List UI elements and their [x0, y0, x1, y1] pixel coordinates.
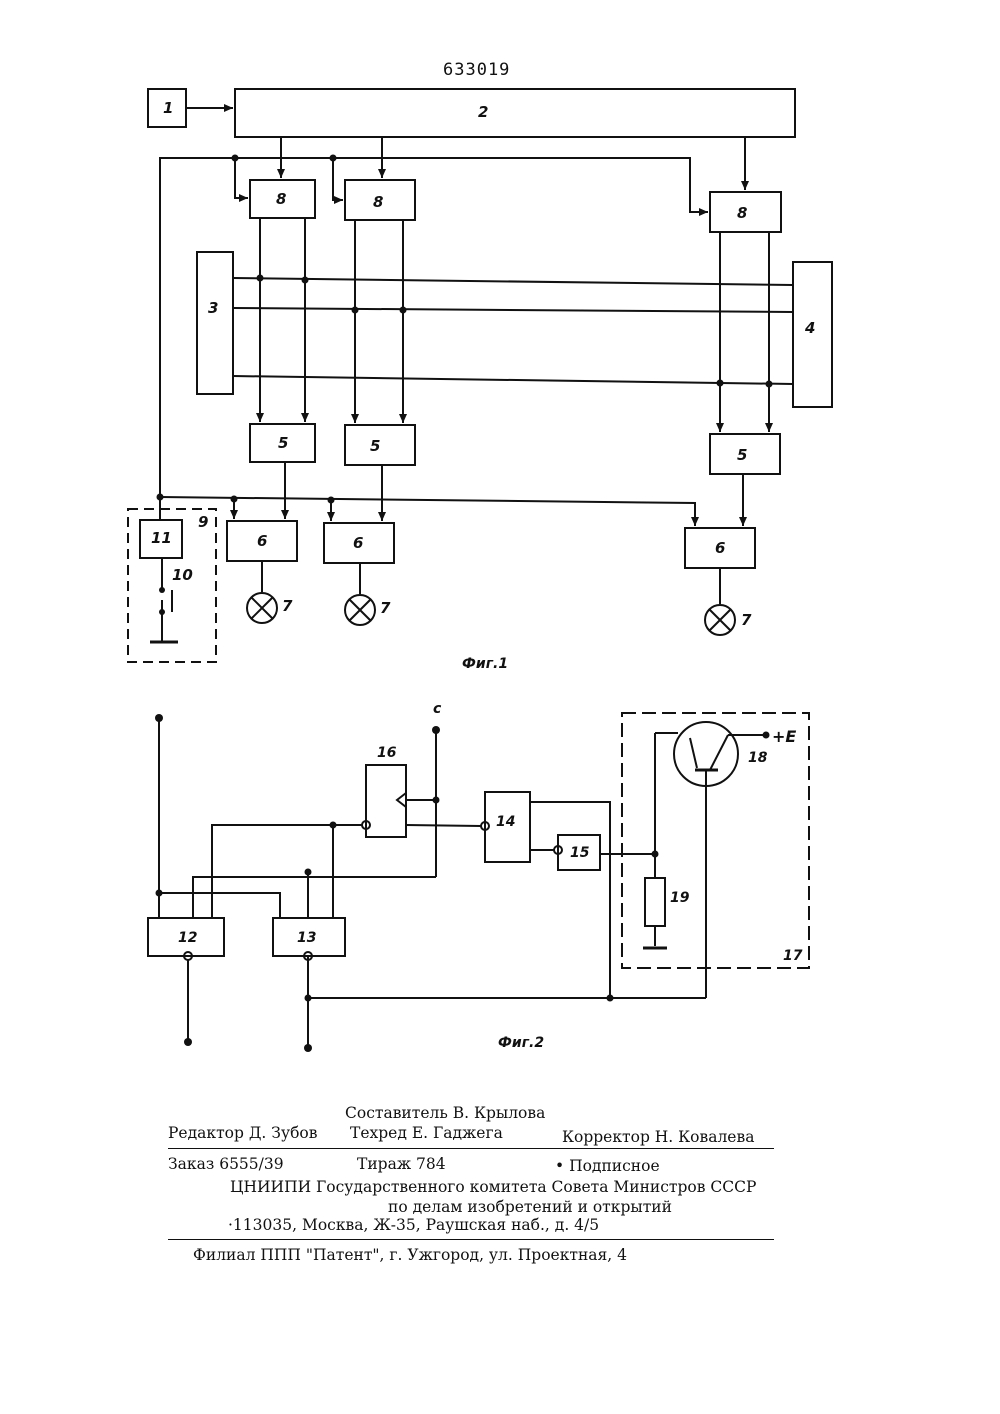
resistor-19 [645, 878, 665, 926]
label-resistor-19: 19 [670, 890, 690, 906]
figure-2-diagram [148, 713, 809, 1048]
block-2 [235, 89, 795, 137]
label-lamp-7c: 7 [741, 611, 752, 629]
label-lamp-7a: 7 [282, 597, 293, 615]
label-lamp-7b: 7 [380, 599, 391, 617]
imprint-editor: Редактор Д. Зубов [168, 1124, 317, 1142]
figure-2-caption: Фиг.2 [498, 1035, 544, 1051]
imprint-org-line2: по делам изобретений и открытий [388, 1198, 672, 1216]
figure-2-junctions [155, 714, 770, 1052]
imprint-circulation: Тираж 784 [357, 1155, 446, 1173]
label-block-5c: 5 [737, 446, 747, 464]
block-17-dashed [622, 713, 809, 968]
label-block-4: 4 [804, 319, 815, 337]
label-input-c: c [433, 701, 442, 717]
label-switch-10: 10 [172, 566, 193, 584]
block-3 [197, 252, 233, 394]
label-block-2: 2 [478, 103, 488, 121]
label-block-8b: 8 [373, 193, 383, 211]
figure-1-caption: Фиг.1 [462, 656, 508, 672]
imprint-techred: Техред Е. Гаджега [350, 1124, 503, 1142]
label-block-3: 3 [208, 299, 218, 317]
label-block-5a: 5 [278, 434, 288, 452]
figure-1-junctions [157, 155, 773, 616]
figure-1-diagram [128, 89, 832, 662]
label-block-14: 14 [496, 814, 515, 830]
imprint-branch: Филиал ППП "Патент", г. Ужгород, ул. Про… [193, 1246, 627, 1264]
imprint-corrector: Корректор Н. Ковалева [562, 1128, 754, 1146]
label-block-9: 9 [198, 513, 208, 531]
label-block-8c: 8 [737, 204, 747, 222]
label-block-12: 12 [178, 930, 197, 946]
block-16 [366, 765, 406, 837]
label-block-13: 13 [297, 930, 316, 946]
label-block-8a: 8 [276, 190, 286, 208]
imprint-org-line1: ЦНИИПИ Государственного комитета Совета … [230, 1178, 756, 1196]
imprint-rule-top [168, 1148, 774, 1149]
label-supply: +E [772, 727, 796, 746]
block-9-dashed [128, 509, 216, 662]
imprint-subscription: • Подписное [555, 1157, 660, 1175]
imprint-compiler: Составитель В. Крылова [345, 1104, 545, 1122]
label-block-15: 15 [570, 845, 590, 861]
label-block-17: 17 [783, 948, 803, 964]
imprint-order: Заказ 6555/39 [168, 1155, 284, 1173]
label-block-6c: 6 [715, 539, 725, 557]
label-block-5b: 5 [370, 437, 380, 455]
imprint-address: ·113035, Москва, Ж-35, Раушская наб., д.… [228, 1216, 599, 1234]
label-block-11: 11 [151, 529, 172, 547]
label-block-16: 16 [377, 745, 397, 761]
label-block-1: 1 [163, 99, 173, 117]
label-block-6b: 6 [353, 534, 363, 552]
label-transistor-18: 18 [748, 750, 768, 766]
imprint-rule-bottom [168, 1239, 774, 1240]
label-block-6a: 6 [257, 532, 267, 550]
